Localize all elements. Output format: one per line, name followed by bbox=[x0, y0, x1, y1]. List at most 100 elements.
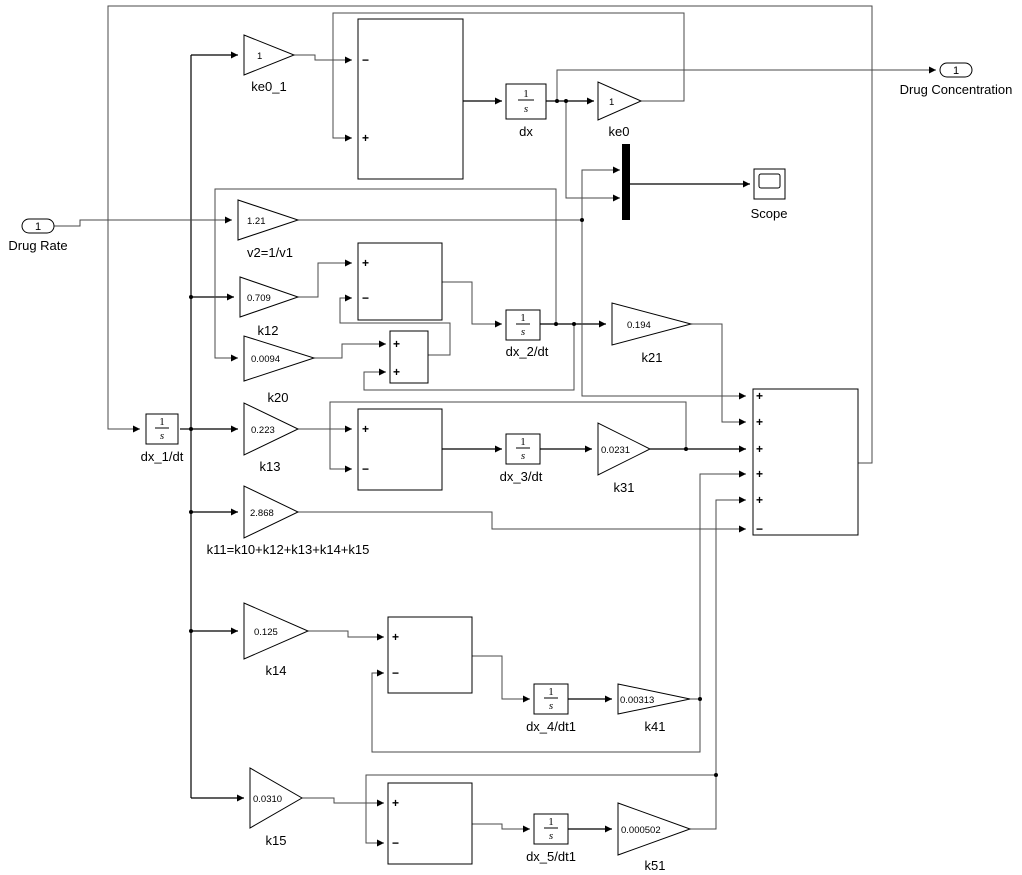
wire-k11-to-bigsum bbox=[298, 511, 746, 533]
gain-label: ke0_1 bbox=[251, 79, 286, 94]
integrator-label: dx_5/dt1 bbox=[526, 849, 576, 864]
sign-plus: + bbox=[756, 415, 763, 429]
gain-k14[interactable]: 0.125 k14 bbox=[243, 602, 310, 678]
integrator-numerator: 1 bbox=[548, 686, 554, 698]
integrator-dx3[interactable]: 1 s dx_3/dt bbox=[500, 433, 543, 484]
integrator-label: dx_2/dt bbox=[506, 344, 549, 359]
wire-sum6-to-dx5 bbox=[472, 823, 530, 833]
sum-block-x1[interactable]: + + + + + − bbox=[752, 388, 859, 536]
gain-value: 0.0231 bbox=[601, 445, 630, 456]
integrator-label: dx_4/dt1 bbox=[526, 719, 576, 734]
wire-dx-to-mux bbox=[565, 101, 620, 202]
integrator-denominator: s bbox=[521, 450, 525, 462]
sign-plus: + bbox=[392, 630, 399, 644]
wire-drugrate-to-v2 bbox=[54, 216, 232, 227]
integrator-label: dx_1/dt bbox=[141, 449, 184, 464]
gain-ke0[interactable]: 1 ke0 bbox=[597, 81, 643, 139]
wire-k14-to-sum5 bbox=[308, 630, 384, 641]
gain-value: 0.000502 bbox=[621, 825, 661, 836]
integrator-denominator: s bbox=[160, 430, 164, 442]
wire-v2-to-mux bbox=[298, 166, 620, 221]
gain-k11[interactable]: 2.868 k11=k10+k12+k13+k14+k15 bbox=[207, 485, 370, 557]
sign-minus: − bbox=[362, 53, 369, 67]
sign-plus: + bbox=[362, 131, 369, 145]
gain-ke0_1[interactable]: 1 ke0_1 bbox=[243, 34, 296, 94]
gain-k31[interactable]: 0.0231 k31 bbox=[597, 422, 652, 495]
gain-k20[interactable]: 0.0094 k20 bbox=[243, 335, 316, 405]
sum-block-x4[interactable]: + − bbox=[387, 616, 473, 694]
gain-value: 0.709 bbox=[247, 293, 271, 304]
integrator-numerator: 1 bbox=[520, 436, 526, 448]
wire-x2-to-sum3 bbox=[363, 324, 575, 391]
inport-label: Drug Rate bbox=[8, 238, 67, 253]
sum-block-effect[interactable]: − + bbox=[357, 18, 464, 180]
gain-value: 1 bbox=[609, 97, 614, 108]
gain-label: k14 bbox=[266, 663, 287, 678]
integrator-denominator: s bbox=[521, 326, 525, 338]
sum-block-x5[interactable]: + − bbox=[387, 782, 473, 865]
sign-plus: + bbox=[362, 256, 369, 270]
sum-block-x2[interactable]: + − bbox=[357, 242, 443, 321]
sign-plus: + bbox=[392, 796, 399, 810]
sum-block-x2-elim[interactable]: + + bbox=[389, 330, 429, 384]
integrator-numerator: 1 bbox=[548, 816, 554, 828]
wire-sum5-to-dx4 bbox=[472, 655, 530, 703]
sum-block-x3[interactable]: + − bbox=[357, 408, 443, 491]
gain-value: 2.868 bbox=[250, 508, 274, 519]
wire-k20-to-sum3 bbox=[314, 340, 386, 359]
gain-label: k11=k10+k12+k13+k14+k15 bbox=[207, 542, 370, 557]
sign-minus: − bbox=[362, 291, 369, 305]
gain-value: 0.223 bbox=[251, 425, 275, 436]
sign-plus: + bbox=[756, 389, 763, 403]
gain-label: k31 bbox=[614, 480, 635, 495]
wire-to-drug-concentration bbox=[556, 66, 936, 101]
integrator-dx2[interactable]: 1 s dx_2/dt bbox=[505, 309, 549, 359]
sign-minus: − bbox=[756, 522, 763, 536]
outport-drug-concentration[interactable]: 1 Drug Concentration bbox=[900, 62, 1013, 97]
gain-value: 1 bbox=[257, 51, 262, 62]
sign-plus: + bbox=[393, 337, 400, 351]
inport-number: 1 bbox=[35, 221, 41, 233]
gain-label: k51 bbox=[645, 858, 666, 873]
gain-v2[interactable]: 1.21 v2=1/v1 bbox=[237, 199, 300, 260]
gain-label: k41 bbox=[645, 719, 666, 734]
wire-sum2-to-dx2 bbox=[442, 281, 502, 328]
integrator-numerator: 1 bbox=[523, 88, 529, 100]
inport-drug-rate[interactable]: 1 Drug Rate bbox=[8, 218, 68, 253]
mux-block[interactable] bbox=[622, 144, 630, 220]
wire-k15-to-sum6 bbox=[302, 797, 384, 807]
integrator-dx[interactable]: 1 s dx bbox=[505, 83, 547, 139]
integrator-label: dx bbox=[519, 124, 533, 139]
gain-label: k13 bbox=[260, 459, 281, 474]
gain-value: 0.194 bbox=[627, 320, 651, 331]
sign-plus: + bbox=[756, 442, 763, 456]
gain-k51[interactable]: 0.000502 k51 bbox=[617, 802, 692, 873]
gain-value: 0.125 bbox=[254, 627, 278, 638]
scope-block[interactable]: Scope bbox=[751, 168, 788, 221]
gain-k21[interactable]: 0.194 k21 bbox=[611, 302, 693, 365]
outport-number: 1 bbox=[953, 65, 959, 77]
wire-v2-to-bigsum bbox=[581, 220, 746, 400]
gain-k15[interactable]: 0.0310 k15 bbox=[249, 767, 304, 848]
wire-sum-to-dx1 bbox=[107, 5, 873, 464]
scope-label: Scope bbox=[751, 206, 788, 221]
gain-label: k15 bbox=[266, 833, 287, 848]
wire-k51-to-bigsum bbox=[715, 496, 746, 775]
wire-k12-to-sum2 bbox=[298, 259, 352, 298]
wire-sum3-to-sum2 bbox=[339, 294, 451, 356]
sign-minus: − bbox=[362, 462, 369, 476]
sign-minus: − bbox=[392, 836, 399, 850]
gain-value: 1.21 bbox=[247, 216, 266, 227]
wire-x5-feedback bbox=[365, 774, 717, 847]
gain-k41[interactable]: 0.00313 k41 bbox=[617, 683, 691, 734]
integrator-dx4[interactable]: 1 s dx_4/dt1 bbox=[526, 683, 576, 734]
integrator-dx1[interactable]: 1 s dx_1/dt bbox=[141, 413, 184, 464]
integrator-numerator: 1 bbox=[520, 312, 526, 324]
integrator-label: dx_3/dt bbox=[500, 469, 543, 484]
gain-k13[interactable]: 0.223 k13 bbox=[243, 402, 300, 474]
integrator-dx5[interactable]: 1 s dx_5/dt1 bbox=[526, 813, 576, 864]
gain-k12[interactable]: 0.709 k12 bbox=[239, 276, 300, 338]
sign-plus: + bbox=[756, 467, 763, 481]
wire-ke0_1-to-sum bbox=[294, 54, 352, 64]
